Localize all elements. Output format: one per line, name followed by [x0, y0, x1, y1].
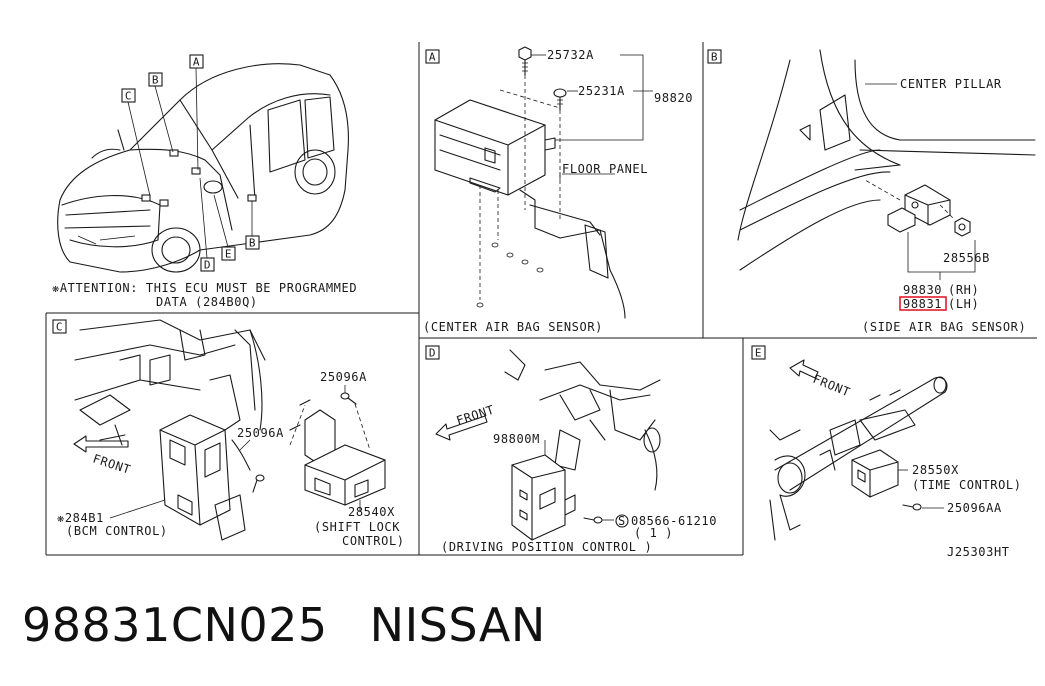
shift-lock-label1: (SHIFT LOCK	[314, 520, 400, 534]
svg-text:A: A	[193, 56, 200, 69]
part-25096a-mid: 25096A	[237, 426, 284, 440]
panel-b-caption: (SIDE AIR BAG SENSOR)	[862, 320, 1026, 334]
svg-text:FRONT: FRONT	[811, 372, 853, 400]
time-control-unit	[851, 449, 899, 498]
panel-a-center-air-bag-sensor: A 25732A 25231A 98820	[423, 46, 693, 334]
callout-c: C	[121, 88, 151, 197]
time-control-label: (TIME CONTROL)	[912, 478, 1022, 492]
figure-code: J25303HT	[947, 545, 1010, 559]
center-pillar-label: CENTER PILLAR	[900, 77, 1002, 91]
part-08566-61210: 08566-61210	[631, 514, 717, 528]
panel-d-driving-position-control: D FRONT 98800M	[425, 345, 717, 554]
dashboard-structure	[74, 319, 266, 446]
svg-text:FRONT: FRONT	[91, 452, 133, 477]
part-25096aa: 25096AA	[947, 501, 1002, 515]
shift-lock-unit	[289, 399, 386, 506]
svg-text:B: B	[711, 51, 718, 64]
steering-member-beam	[769, 376, 948, 541]
bolt-25096aa	[902, 503, 922, 511]
part-caption: 98831CN025 NISSAN	[22, 598, 546, 652]
shift-lock-number: 28540X	[348, 505, 395, 519]
attention-data-code: DATA (284B0Q)	[156, 295, 258, 309]
front-arrow-e: FRONT	[789, 359, 853, 400]
shift-lock-label2: CONTROL)	[342, 534, 405, 548]
svg-text:B: B	[152, 74, 159, 87]
svg-text:FRONT: FRONT	[455, 402, 497, 427]
bolt-25732a	[518, 46, 532, 76]
car-illustration	[57, 63, 349, 273]
panel-c-bcm-and-shift-lock: C 25096A	[52, 319, 405, 548]
callout-a: A	[189, 54, 204, 171]
floor-panel-label: FLOOR PANEL	[562, 162, 648, 176]
callout-d: D	[199, 177, 215, 272]
bolt-25096a-mid	[252, 474, 265, 493]
bcm-label: (BCM CONTROL)	[66, 524, 168, 538]
part-98831-number: 98831	[903, 297, 942, 311]
footer-brand: NISSAN	[369, 598, 546, 652]
bcm-unit	[159, 414, 251, 541]
footer-part-number: 98831CN025	[22, 598, 328, 652]
vehicle-overview: A B C D E B ❋ATTENTION: THIS ECU	[52, 54, 357, 309]
panel-frames	[45, 42, 1037, 556]
front-arrow-d: FRONT	[435, 402, 497, 441]
panel-b-side-air-bag-sensor: B CENTER PILLAR 28556B	[707, 49, 1036, 334]
attention-note: ❋ATTENTION: THIS ECU MUST BE PROGRAMMED	[52, 281, 357, 295]
screw-quantity: ( 1 )	[634, 526, 673, 540]
part-25231a: 25231A	[578, 84, 625, 98]
panel-e-time-control: E FRONT 28550X (TIME	[751, 345, 1022, 541]
svg-text:E: E	[225, 248, 232, 261]
callout-b-bottom: B	[245, 201, 260, 250]
bolt-25231a	[553, 88, 567, 111]
svg-text:A: A	[429, 51, 436, 64]
bcm-part-number: ❋284B1	[57, 511, 104, 525]
nut-28556b	[954, 217, 971, 237]
svg-text:B: B	[249, 237, 256, 250]
screw-symbol: S	[618, 514, 626, 528]
screw-08566-61210	[583, 516, 603, 524]
bolt-25096a-top	[340, 392, 357, 405]
front-arrow-c: FRONT	[73, 435, 133, 477]
side-sensor-unit	[887, 184, 951, 233]
air-bag-sensor-unit	[434, 99, 556, 196]
part-98830-number: 98830	[903, 283, 942, 297]
part-98831-highlight	[899, 296, 947, 311]
svg-text:D: D	[429, 347, 436, 360]
svg-text:C: C	[56, 321, 63, 334]
part-98800m: 98800M	[493, 432, 540, 446]
part-28550x: 28550X	[912, 463, 959, 477]
floor-panel-bracket	[519, 189, 626, 319]
part-25732a: 25732A	[547, 48, 594, 62]
svg-text:D: D	[204, 259, 211, 272]
panel-d-caption: (DRIVING POSITION CONTROL )	[441, 540, 652, 554]
svg-text:E: E	[755, 347, 762, 360]
panel-a-caption: (CENTER AIR BAG SENSOR)	[423, 320, 603, 334]
column-structure	[504, 349, 661, 491]
part-98831-side: (LH)	[948, 297, 979, 311]
part-28556b: 28556B	[943, 251, 990, 265]
part-25096a-top: 25096A	[320, 370, 367, 384]
center-pillar-body	[737, 49, 1036, 271]
callout-e: E	[213, 194, 236, 261]
callout-b-top: B	[148, 72, 174, 153]
svg-text:C: C	[125, 90, 132, 103]
part-98820: 98820	[654, 91, 693, 105]
part-98830-side: (RH)	[948, 283, 979, 297]
